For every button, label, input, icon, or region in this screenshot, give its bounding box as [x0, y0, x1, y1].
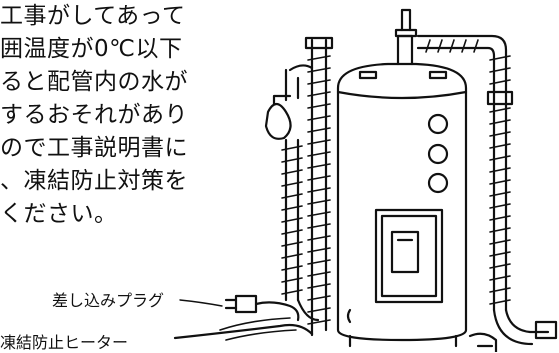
plug-callout-label: 差し込みプラグ	[52, 291, 165, 310]
instruction-line: ると配管内の水が	[0, 69, 188, 95]
coil-wraps	[281, 39, 511, 325]
right-pipe-heater-coil	[416, 34, 558, 346]
instruction-line: ので工事説明書に	[0, 135, 188, 161]
heater-cable	[173, 317, 498, 352]
instruction-text: 工事がしてあって 囲温度が0℃以下 ると配管内の水が するおそれがあり ので工事…	[0, 0, 230, 231]
heater-callout-label: 凍結防止ヒーター	[0, 333, 129, 352]
instruction-line: 、凍結防止対策を	[0, 168, 188, 194]
water-heater-tank	[336, 8, 468, 348]
instruction-line: 工事がしてあって	[0, 3, 186, 29]
plug-cable	[179, 294, 300, 322]
instruction-line: するおそれがあり	[0, 102, 188, 128]
instruction-line: ください。	[0, 201, 118, 227]
left-pipe-heater-coil	[264, 36, 334, 337]
instruction-line: 囲温度が0℃以下	[0, 36, 183, 62]
